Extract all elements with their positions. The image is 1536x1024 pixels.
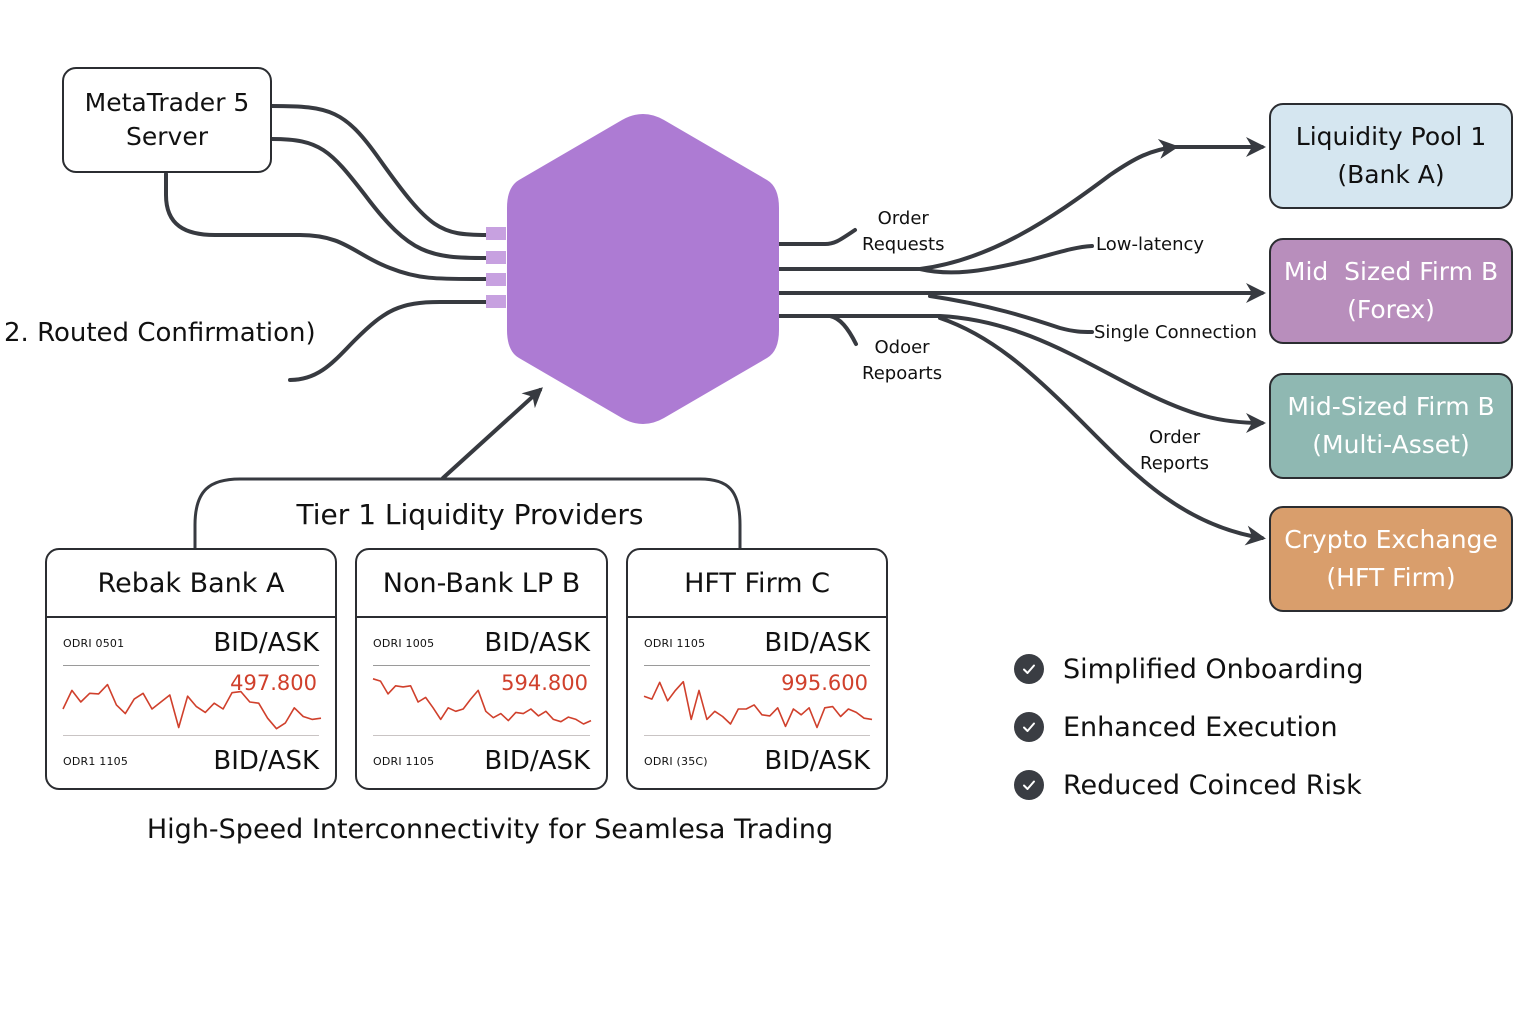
divider: [644, 665, 870, 666]
benefit-item: Enhanced Execution: [1014, 698, 1364, 756]
benefit-label: Reduced Coinced Risk: [1063, 769, 1362, 801]
order-code: ODRI 1105: [373, 754, 435, 768]
price-sparkline: [643, 680, 873, 729]
provider-bottom-row: ODRI 1105 BID/ASK: [373, 746, 590, 776]
order-reports-bottom-line1: Order: [1148, 427, 1201, 448]
destination-line1: Liquidity Pool 1: [1295, 122, 1487, 151]
benefits-list: Simplified Onboarding Enhanced Execution…: [1014, 640, 1364, 814]
benefit-item: Reduced Coinced Risk: [1014, 756, 1364, 814]
wire-to-crypto: [938, 316, 1266, 546]
bid-ask-label: BID/ASK: [484, 746, 590, 776]
divider: [63, 735, 319, 736]
provider-top-row: ODRI 1105 BID/ASK: [644, 628, 870, 658]
order-code: ODRI 1005: [373, 636, 435, 650]
wire-to-multiasset: [828, 314, 1266, 433]
destination-mid-sized-forex: Mid Sized Firm B (Forex): [1269, 238, 1513, 344]
routed-confirmation-label: 2. Routed Confirmation): [4, 318, 316, 348]
destination-crypto-exchange: Crypto Exchange (HFT Firm): [1269, 506, 1513, 612]
tier-group-bracket: [193, 477, 742, 550]
diagram-caption: High-Speed Interconnectivity for Seamles…: [146, 814, 834, 845]
provider-card: Rebak Bank A ODRI 0501 BID/ASK 497.800 O…: [45, 548, 337, 790]
wire-to-pool1: [777, 138, 1179, 271]
hub-port-2: [486, 251, 506, 264]
wire-low-latency: [918, 244, 1094, 275]
order-requests-line1: Order: [877, 208, 929, 229]
sparkline-path: [62, 683, 322, 730]
provider-name: Rebak Bank A: [47, 550, 335, 618]
destination-liquidity-pool-1: Liquidity Pool 1 (Bank A): [1269, 103, 1513, 209]
provider-card: HFT Firm C ODRI 1105 BID/ASK 995.600 ODR…: [626, 548, 888, 790]
wire-tier-to-hub: [441, 387, 543, 480]
provider-top-row: ODRI 0501 BID/ASK: [63, 628, 319, 658]
price-value: 594.800: [501, 671, 588, 695]
destination-line2: (HFT Firm): [1326, 563, 1456, 592]
price-sparkline: [62, 683, 322, 730]
benefit-label: Enhanced Execution: [1063, 711, 1338, 743]
order-code: ODRI 0501: [63, 636, 125, 650]
divider: [644, 735, 870, 736]
provider-top-row: ODRI 1005 BID/ASK: [373, 628, 590, 658]
bid-ask-label: BID/ASK: [213, 746, 319, 776]
wire-routed: [288, 300, 489, 382]
order-code: ODRI (35C): [644, 754, 708, 768]
wire-mt5-1: [270, 104, 489, 237]
order-reports-top-line1: Odoer: [874, 337, 930, 358]
metatrader-label-line1: MetaTrader 5: [84, 88, 250, 117]
benefit-item: Simplified Onboarding: [1014, 640, 1364, 698]
bid-ask-label: BID/ASK: [213, 628, 319, 658]
price-sparkline: [372, 678, 592, 725]
destination-mid-sized-multi-asset: Mid-Sized Firm B (Multi-Asset): [1269, 373, 1513, 479]
order-requests-label: Order Requests: [862, 206, 945, 258]
provider-bottom-row: ODR1 1105 BID/ASK: [63, 746, 319, 776]
order-reports-top-line2: Repoarts: [862, 363, 943, 384]
order-reports-bottom-line2: Reports: [1140, 453, 1210, 474]
destination-line2: (Multi-Asset): [1312, 430, 1470, 459]
destination-line1: Crypto Exchange: [1284, 525, 1498, 554]
wire-mt5-3: [164, 172, 489, 282]
hub-hexagon: [507, 114, 779, 424]
single-connection-label: Single Connection: [1094, 322, 1257, 343]
order-code: ODRI 1105: [644, 636, 706, 650]
price-value: 497.800: [230, 671, 317, 695]
tier-1-title: Tier 1 Liquidity Providers: [296, 498, 644, 531]
provider-name: HFT Firm C: [628, 550, 886, 618]
check-circle-icon: [1014, 770, 1044, 800]
benefit-label: Simplified Onboarding: [1063, 653, 1364, 685]
wire-order-requests: [777, 228, 857, 246]
bid-ask-label: BID/ASK: [484, 628, 590, 658]
hub-port-4: [486, 295, 506, 308]
provider-name: Non-Bank LP B: [357, 550, 606, 618]
provider-card: Non-Bank LP B ODRI 1005 BID/ASK 594.800 …: [355, 548, 608, 790]
metatrader-label-line2: Server: [126, 122, 208, 151]
sparkline-path: [643, 680, 873, 729]
bid-ask-label: BID/ASK: [764, 628, 870, 658]
wire-single-connection: [928, 294, 1094, 334]
wire-mt5-2: [270, 137, 489, 260]
order-reports-top-label: Odoer Repoarts: [862, 335, 942, 387]
metatrader-server-node: MetaTrader 5 Server: [62, 67, 272, 173]
price-value: 995.600: [781, 671, 868, 695]
order-reports-bottom-label: Order Reports: [1140, 425, 1209, 477]
bid-ask-label: BID/ASK: [764, 746, 870, 776]
divider: [63, 665, 319, 666]
hub-port-3: [486, 273, 506, 286]
destination-line2: (Bank A): [1337, 160, 1445, 189]
low-latency-label: Low-latency: [1096, 234, 1205, 255]
divider: [373, 735, 590, 736]
destination-line2: (Forex): [1347, 295, 1435, 324]
check-circle-icon: [1014, 654, 1044, 684]
destination-line1: Mid Sized Firm B: [1283, 257, 1499, 286]
hub-port-1: [486, 227, 506, 240]
destination-line1: Mid-Sized Firm B: [1287, 392, 1495, 421]
provider-bottom-row: ODRI (35C) BID/ASK: [644, 746, 870, 776]
order-requests-line2: Requests: [862, 234, 945, 255]
order-code: ODR1 1105: [63, 754, 129, 768]
sparkline-path: [372, 678, 592, 725]
check-circle-icon: [1014, 712, 1044, 742]
divider: [373, 665, 590, 666]
wire-order-reports-top: [777, 314, 858, 346]
